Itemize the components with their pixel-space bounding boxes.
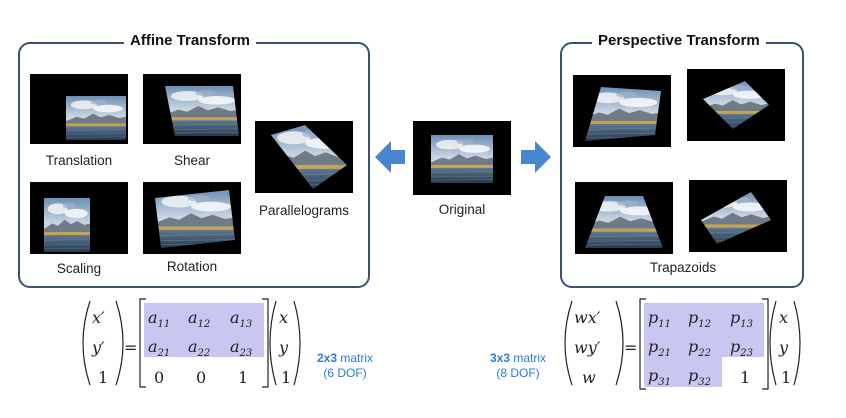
svg-text:y: y <box>278 338 289 357</box>
affine-transform-panel: Affine Transform <box>18 32 370 288</box>
svg-text:=: = <box>624 338 637 357</box>
svg-text:w: w <box>582 368 596 387</box>
scaling-image <box>30 182 128 254</box>
svg-text:y′: y′ <box>91 338 105 357</box>
svg-text:1: 1 <box>98 368 108 387</box>
perspective-transform-panel: Perspective Transform <box>560 32 804 288</box>
perspective-image-3 <box>575 182 673 254</box>
perspective-matrix-word: matrix <box>513 351 547 365</box>
perspective-dof-label: 3x3 matrix (8 DOF) <box>478 351 558 381</box>
affine-matrix-dims: 2x3 <box>316 351 337 365</box>
parallelograms-image <box>255 121 353 193</box>
svg-text:1: 1 <box>781 368 791 387</box>
parallelograms-caption: Parallelograms <box>258 203 350 218</box>
perspective-matrix-dims: 3x3 <box>489 351 510 365</box>
scaling-caption: Scaling <box>56 261 102 276</box>
svg-text:wx′: wx′ <box>574 308 601 327</box>
original-caption: Original <box>438 202 486 217</box>
perspective-equation: wx′ wy′ w = p11 p12 p13 p21 p22 p23 p31 … <box>564 298 801 390</box>
rotation-caption: Rotation <box>166 259 218 274</box>
svg-text:x′: x′ <box>92 308 105 327</box>
trapazoids-caption: Trapazoids <box>649 260 717 275</box>
affine-matrix-word: matrix <box>340 351 374 365</box>
original-image <box>413 121 511 195</box>
left-arrow-icon <box>375 140 405 179</box>
svg-text:=: = <box>124 338 137 357</box>
svg-text:1: 1 <box>281 368 291 387</box>
affine-transform-title: Affine Transform <box>124 32 257 49</box>
svg-text:x: x <box>279 308 288 327</box>
svg-text:0: 0 <box>154 368 164 387</box>
perspective-transform-title: Perspective Transform <box>592 32 766 49</box>
affine-dof-label: 2x3 matrix (6 DOF) <box>305 351 385 381</box>
affine-dof: (6 DOF) <box>323 366 367 380</box>
affine-equation: x′ y′ 1 = a11 a12 a13 a21 a22 a23 0 0 1 … <box>82 298 301 388</box>
right-arrow-icon <box>521 140 551 179</box>
perspective-image-4 <box>689 180 787 252</box>
svg-text:wy′: wy′ <box>574 338 601 357</box>
shear-caption: Shear <box>173 153 211 168</box>
rotation-image <box>143 182 241 254</box>
translation-caption: Translation <box>45 153 113 168</box>
translation-image <box>30 74 128 144</box>
perspective-image-1 <box>573 75 671 147</box>
perspective-dof: (8 DOF) <box>496 366 540 380</box>
shear-image <box>143 74 241 144</box>
svg-text:x: x <box>779 308 788 327</box>
perspective-image-2 <box>687 69 785 141</box>
svg-text:0: 0 <box>196 368 206 387</box>
svg-text:1: 1 <box>740 368 750 387</box>
svg-text:1: 1 <box>238 368 248 387</box>
svg-text:y: y <box>778 338 789 357</box>
